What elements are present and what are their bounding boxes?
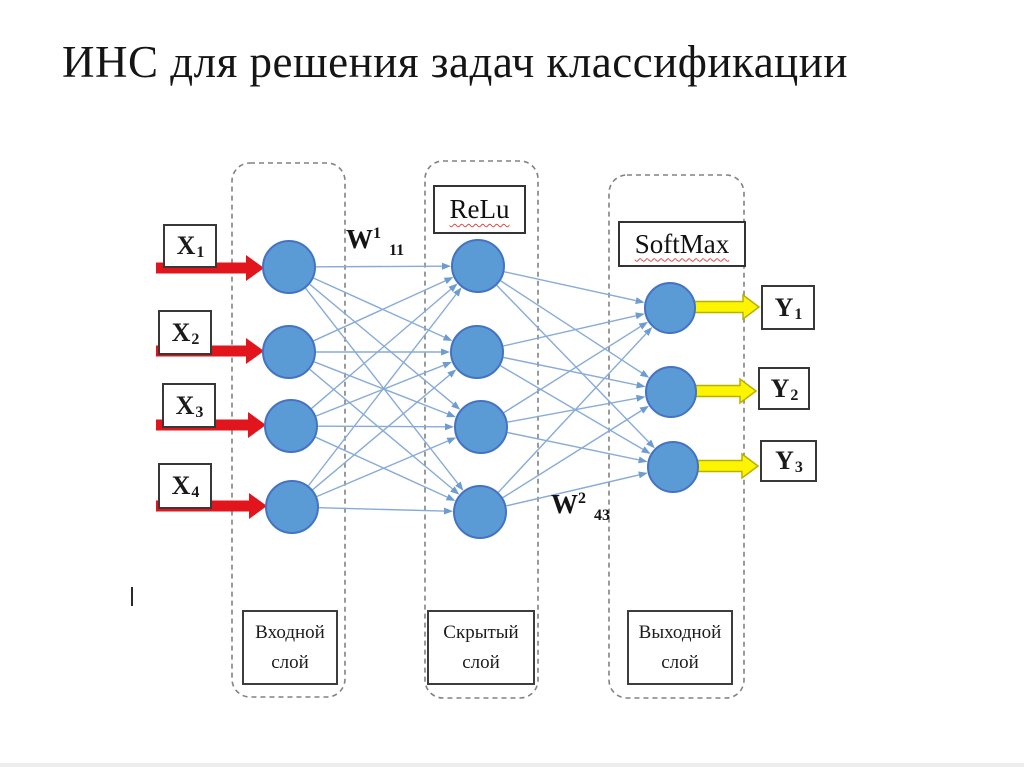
- w1-base: W: [346, 224, 373, 254]
- hidden-neuron-4: [453, 485, 507, 539]
- relu-label: ReLu: [449, 194, 510, 224]
- output-layer-label-box: Выходной слой: [627, 610, 733, 685]
- input-x3-subscript: 3: [195, 403, 204, 421]
- weight-label-w2: W2 43: [551, 489, 610, 524]
- w2-base: W: [551, 489, 578, 519]
- input-x4-label: X: [171, 471, 191, 500]
- slide-title: ИНС для решения задач классификации: [62, 37, 848, 87]
- output-y3-subscript: 3: [794, 459, 803, 476]
- softmax-label: SoftMax: [634, 228, 730, 259]
- input-neuron-3: [264, 399, 318, 453]
- w1-subscript: 11: [389, 242, 405, 259]
- w2-superscript: 2: [578, 490, 586, 507]
- output-y2-subscript: 2: [790, 386, 799, 404]
- w2-subscript: 43: [594, 507, 610, 524]
- relu-label-box: ReLu: [433, 185, 526, 234]
- input-x2-label: X: [171, 317, 191, 347]
- hidden-neuron-1: [451, 239, 505, 293]
- text-cursor-mark: [131, 587, 133, 606]
- output-y2-label: Y: [770, 373, 790, 403]
- output-neuron-3: [647, 441, 699, 493]
- input-layer-label-line1: Входной: [255, 622, 325, 643]
- output-layer-label-line2: слой: [661, 652, 699, 673]
- hidden-layer-label-line1: Скрытый: [443, 622, 519, 643]
- hidden-layer-label-line2: слой: [462, 652, 500, 673]
- input-x3-label: X: [175, 390, 195, 420]
- input-neuron-1: [262, 240, 316, 294]
- input-layer-label-box: Входной слой: [242, 610, 338, 685]
- output-layer-label-line1: Выходной: [638, 622, 722, 643]
- w1-superscript: 1: [373, 225, 381, 242]
- slide-bottom-edge: [0, 763, 1024, 767]
- input-x1-subscript: 1: [196, 244, 205, 261]
- output-y1-subscript: 1: [794, 305, 803, 323]
- hidden-neuron-2: [450, 325, 504, 379]
- softmax-label-box: SoftMax: [618, 221, 746, 267]
- input-x2-subscript: 2: [191, 330, 200, 348]
- weight-label-w1: W111: [346, 224, 404, 259]
- output-y3-label: Y: [775, 446, 794, 475]
- input-neuron-2: [262, 325, 316, 379]
- input-x1-label: X: [176, 231, 196, 260]
- output-y1-label: Y: [774, 292, 794, 322]
- output-neuron-2: [645, 366, 697, 418]
- output-neuron-1: [644, 282, 696, 334]
- input-x4-subscript: 4: [191, 484, 200, 501]
- input-neuron-4: [265, 480, 319, 534]
- hidden-layer-label-box: Скрытый слой: [427, 610, 535, 685]
- hidden-neuron-3: [454, 400, 508, 454]
- input-layer-label-line2: слой: [271, 652, 309, 673]
